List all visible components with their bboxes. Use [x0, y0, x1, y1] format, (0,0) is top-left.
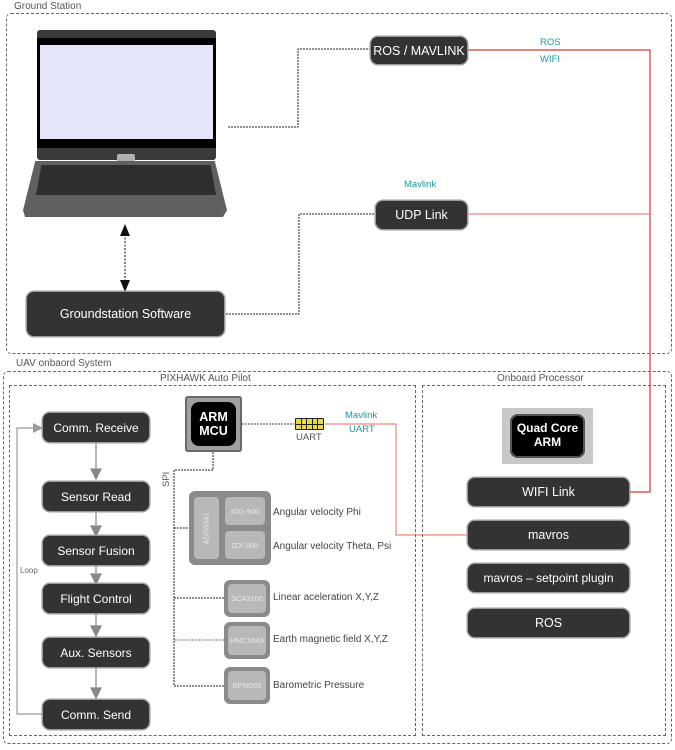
cpu-line1: Quad Core [516, 421, 579, 436]
mag-desc: Earth magnetic field X,Y,Z [273, 634, 388, 645]
mcu-line1: ARM [199, 409, 228, 424]
ros-link-label: ROS [540, 37, 561, 48]
ros-mavlink-node[interactable]: ROS / MAVLINK [371, 37, 467, 64]
spi-bus [173, 452, 226, 687]
mavros-setpoint-plugin-node[interactable]: mavros – setpoint plugin [468, 564, 629, 592]
onboard-processor-label: Onboard Processor [497, 373, 584, 384]
flow-aux-sensors[interactable]: Aux. Sensors [43, 638, 149, 667]
cpu-line2: ARM [533, 435, 562, 449]
uart-mavlink-label: Mavlink [345, 410, 378, 421]
accel-desc: Linear aceleration X,Y,Z [273, 592, 379, 603]
gyro1-chip-label: IDG-500 [225, 497, 265, 525]
gyro2-chip-label: IZX-500 [225, 531, 265, 559]
mag-chip: HMC5843 [224, 622, 270, 659]
loop-arrow-head [33, 423, 43, 433]
baro-desc: Barometric Pressure [273, 680, 365, 691]
flow-comm-send[interactable]: Comm. Send [43, 700, 149, 729]
groundstation-software-node[interactable]: Groundstation Software [27, 292, 224, 336]
adc-chip-label: ADS8341 [202, 511, 212, 545]
flow-sensor-fusion[interactable]: Sensor Fusion [43, 536, 149, 565]
laptop-screen [40, 45, 213, 139]
uav-onboard-label: UAV onbaord System [16, 358, 112, 369]
mavlink-link-label: Mavlink [404, 179, 437, 190]
arm-mcu-chip: ARM MCU [185, 396, 242, 452]
flow-sensor-read[interactable]: Sensor Read [43, 482, 149, 511]
laptop-icon [23, 28, 230, 224]
flow-arrows [90, 442, 102, 700]
baro-chip: BPM085 [224, 667, 270, 704]
pixhawk-label: PIXHAWK Auto Pilot [160, 373, 251, 384]
uart-mavros-link [325, 423, 468, 536]
baro-chip-label: BPM085 [228, 671, 266, 700]
ros-wifi-link [468, 49, 651, 493]
gyro-cluster: ADS8341 IDG-500 IZX-500 [189, 491, 271, 565]
pixhawk-group [9, 385, 416, 736]
spi-label: SPI [161, 471, 172, 487]
accel-chip: SCA3100 [224, 580, 270, 617]
ros-node[interactable]: ROS [468, 609, 629, 637]
uart-label: UART [296, 432, 322, 443]
uart-connector-icon [295, 418, 324, 430]
gyro1-desc: Angular velocity Phi [273, 507, 361, 518]
uart-uart-label: UART [349, 424, 375, 435]
arrow-up-head [120, 224, 130, 236]
wifi-link-label: WIFI [540, 54, 561, 65]
quad-core-arm-chip: Quad Core ARM [502, 408, 593, 464]
wifi-link-node[interactable]: WIFI Link [468, 478, 629, 506]
loop-label: Loop [20, 566, 38, 575]
mcu-line2: MCU [199, 424, 228, 438]
loop-line [16, 427, 43, 715]
ground-station-label: Ground Station [14, 1, 82, 12]
accel-chip-label: SCA3100 [228, 584, 266, 613]
laptop-ros-connector [228, 48, 370, 128]
mavros-node[interactable]: mavros [468, 521, 629, 549]
udp-link-node[interactable]: UDP Link [376, 201, 467, 229]
mag-chip-label: HMC5843 [228, 626, 266, 655]
flow-flight-control[interactable]: Flight Control [43, 584, 149, 613]
gyro2-desc: Angular velocity Theta, Psi [273, 541, 392, 552]
gcs-udp-connector [226, 213, 376, 315]
ground-station-group [6, 13, 672, 354]
onboard-processor-group [422, 385, 666, 736]
flow-comm-receive[interactable]: Comm. Receive [43, 413, 149, 442]
uav-onboard-group [3, 371, 672, 744]
arrow-down-head [120, 280, 130, 292]
